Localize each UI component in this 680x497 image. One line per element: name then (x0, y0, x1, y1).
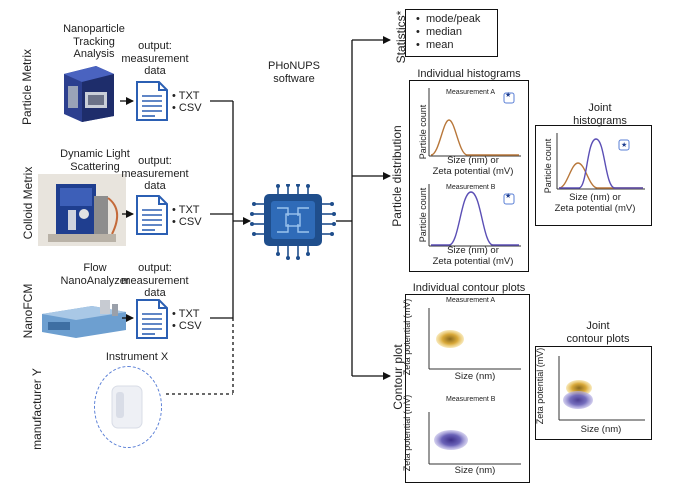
document-icon-1 (136, 81, 168, 121)
joint-histograms-plot (556, 133, 645, 190)
contour-x-axis-a: Size (nm) (454, 371, 496, 382)
statistics-box: • mode/peak • median • mean (405, 9, 498, 57)
histogram-curve-b (431, 191, 519, 246)
contour-measurement-b-label: Measurement B (446, 396, 496, 403)
format-list-2: • TXT• CSV (172, 204, 202, 228)
contour-y-axis-a: Zeta potential (mV) (402, 298, 412, 376)
joint-curve-a (558, 162, 643, 189)
particle-count-axis-a: Particle count (418, 104, 428, 160)
joint-contour-x-axis: Size (nm) (580, 424, 622, 435)
format-list-3: • TXT• CSV (172, 308, 202, 332)
individual-histograms-title: Individual histograms (417, 68, 521, 80)
instrument-title-x: Instrument X (105, 351, 169, 363)
joint-contour-plot (558, 356, 645, 421)
joint-particle-count-axis: Particle count (543, 138, 553, 194)
contour-x-axis-b: Size (nm) (454, 465, 496, 476)
joint-contour-blob-b (563, 391, 593, 409)
star-icon: ★ (505, 92, 512, 99)
individual-histograms-plots (428, 88, 521, 247)
format-list-1: • TXT• CSV (172, 90, 202, 114)
joint-curve-b (559, 138, 643, 189)
measurement-a-label: Measurement A (446, 89, 496, 96)
contour-blob-a (436, 330, 464, 348)
star-icon: ★ (621, 142, 628, 149)
contour-y-axis-b: Zeta potential (mV) (402, 394, 412, 472)
contour-blob-b (434, 430, 468, 450)
individual-contour-box (405, 294, 530, 483)
software-chip-icon (250, 184, 336, 260)
histogram-curve-a (430, 119, 519, 156)
statistics-list: • mode/peak • median • mean (416, 13, 481, 51)
individual-contour-plots (428, 308, 521, 465)
dls-instrument-image (38, 174, 126, 246)
instrument-x-circle (94, 366, 162, 448)
document-icon-2 (136, 195, 168, 235)
joint-histograms-box (535, 125, 652, 226)
individual-contour-title: Individual contour plots (412, 282, 526, 294)
star-icon: ★ (505, 193, 512, 200)
contour-measurement-a-label: Measurement A (446, 297, 496, 304)
flow-nanoanalyzer-image (42, 300, 126, 338)
joint-contour-y-axis: Zeta potential (mV) (535, 347, 545, 425)
joint-contour-box (535, 346, 652, 440)
document-icon-3 (136, 299, 168, 339)
measurement-b-label: Measurement B (446, 184, 496, 191)
instrument-x-ghost-image (111, 385, 143, 429)
particle-count-axis-b: Particle count (418, 187, 428, 243)
particle-distribution-label: Particle distribution (390, 125, 404, 227)
nta-instrument-image (64, 66, 114, 122)
